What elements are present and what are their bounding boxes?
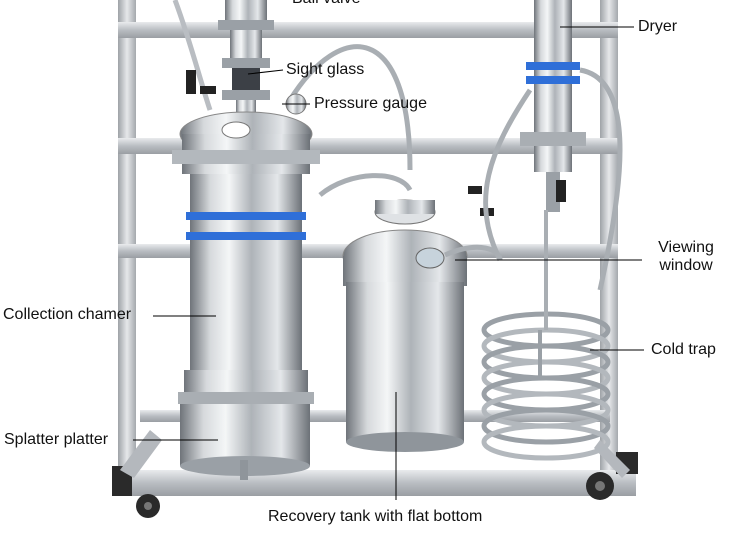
- label-cold-trap: Cold trap: [651, 341, 716, 358]
- label-ball-valve: Ball valve: [292, 0, 360, 8]
- recovery-tank: [318, 173, 503, 452]
- collection-chamber: [172, 111, 320, 410]
- caster-wheels: [136, 472, 614, 518]
- dryer: [483, 0, 623, 291]
- label-splatter-platter: Splatter platter: [4, 431, 109, 448]
- splatter-platter: [180, 404, 310, 480]
- label-sight-glass: Sight glass: [286, 61, 365, 78]
- cold-trap-coil: [481, 210, 611, 461]
- leader-sight-glass: [247, 69, 284, 75]
- label-viewing-window-line2: window: [659, 257, 713, 274]
- label-recovery-tank: Recovery tank with flat bottom: [268, 508, 483, 525]
- label-viewing-window: Viewing window: [648, 239, 724, 275]
- label-viewing-window-line1: Viewing: [658, 239, 714, 256]
- label-dryer: Dryer: [638, 18, 678, 35]
- label-collection-chamber: Collection chamer: [3, 306, 132, 323]
- leader-lines: [133, 26, 644, 500]
- label-pressure-gauge: Pressure gauge: [314, 95, 427, 112]
